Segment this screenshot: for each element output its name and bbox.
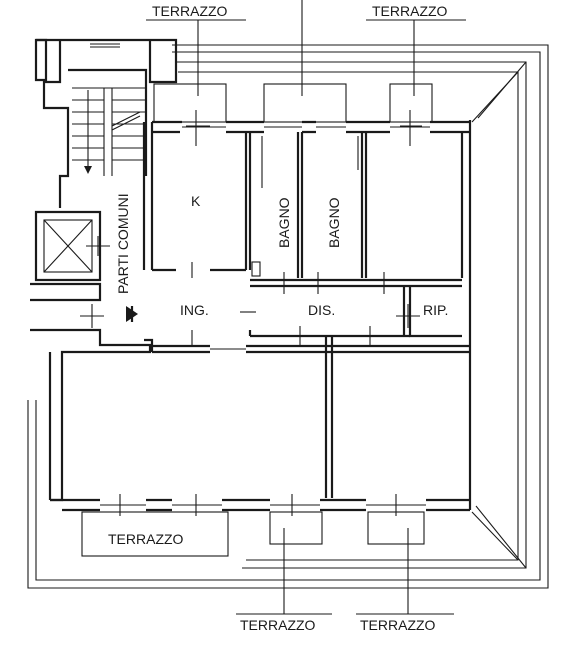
disimpegno-label: DIS. [308,302,335,318]
parti-comuni-label: PARTI COMUNI [115,193,131,294]
bagno-label-right: BAGNO [326,197,342,248]
ripostiglio-label: RIP. [423,302,448,318]
terrazzo-label-bottom-left: TERRAZZO [240,617,316,633]
apartment-walls [50,120,472,512]
terrazzo-label-balcony: TERRAZZO [108,531,184,547]
terrazzo-label-top-right: TERRAZZO [372,3,448,19]
leader-lines [146,0,466,615]
terraces [81,83,433,557]
elevator-shaft [34,210,110,282]
bagno-label-left: BAGNO [276,197,292,248]
kitchen-label: K [191,193,201,209]
terrazzo-label-top-left: TERRAZZO [152,3,228,19]
terrazzo-label-bottom-right: TERRAZZO [360,617,436,633]
door-ticks [119,110,422,516]
ingresso-label: ING. [180,302,209,318]
stair-core [34,38,178,208]
common-corridor [30,282,152,502]
perimeter-lines [27,44,549,589]
